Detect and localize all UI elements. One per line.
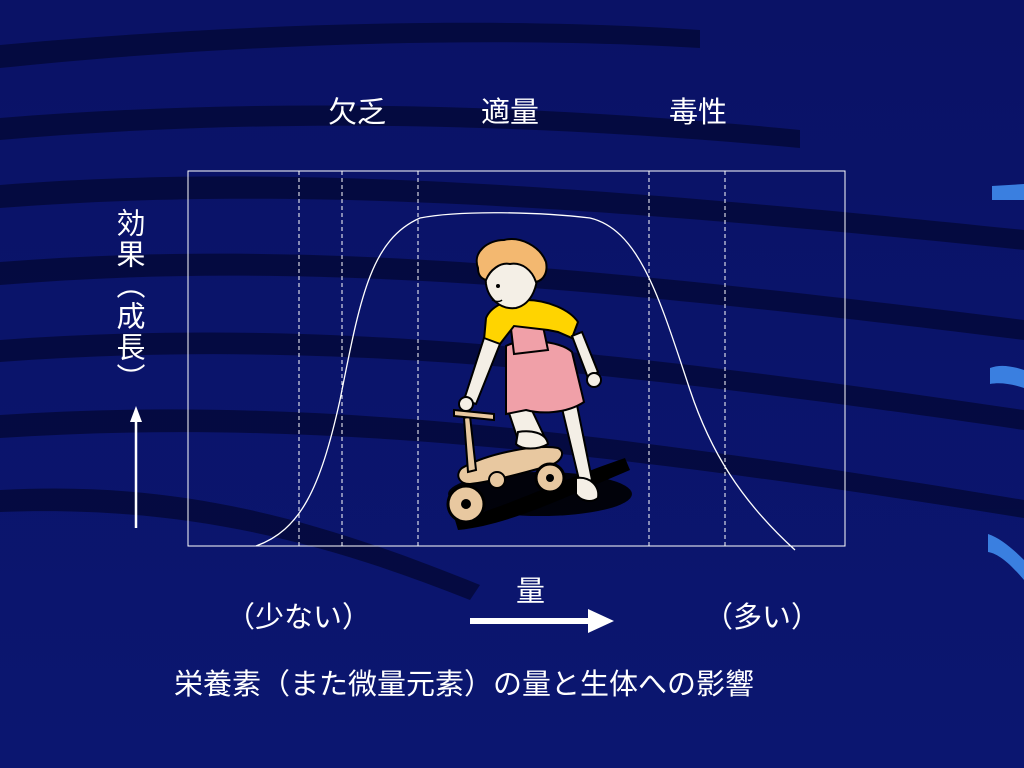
zone-label-toxicity: 毒性: [669, 95, 728, 129]
x-axis-label: 量: [516, 574, 546, 608]
zone-label-optimal: 適量: [481, 95, 540, 129]
slide-caption: 栄養素（また微量元素）の量と生体への影響: [174, 667, 755, 701]
x-axis-low-label: （少ない）: [226, 600, 372, 634]
y-axis-label: 効果（成長）: [112, 208, 146, 394]
chart-frame: [187, 170, 846, 547]
zone-label-deficiency: 欠乏: [328, 95, 387, 129]
response-curve: [255, 212, 796, 551]
x-axis-right-arrow: [470, 609, 614, 633]
child-scooter-illustration: [446, 238, 632, 530]
y-axis-up-arrow: [130, 406, 142, 528]
x-axis-high-label: （多い）: [704, 600, 821, 634]
